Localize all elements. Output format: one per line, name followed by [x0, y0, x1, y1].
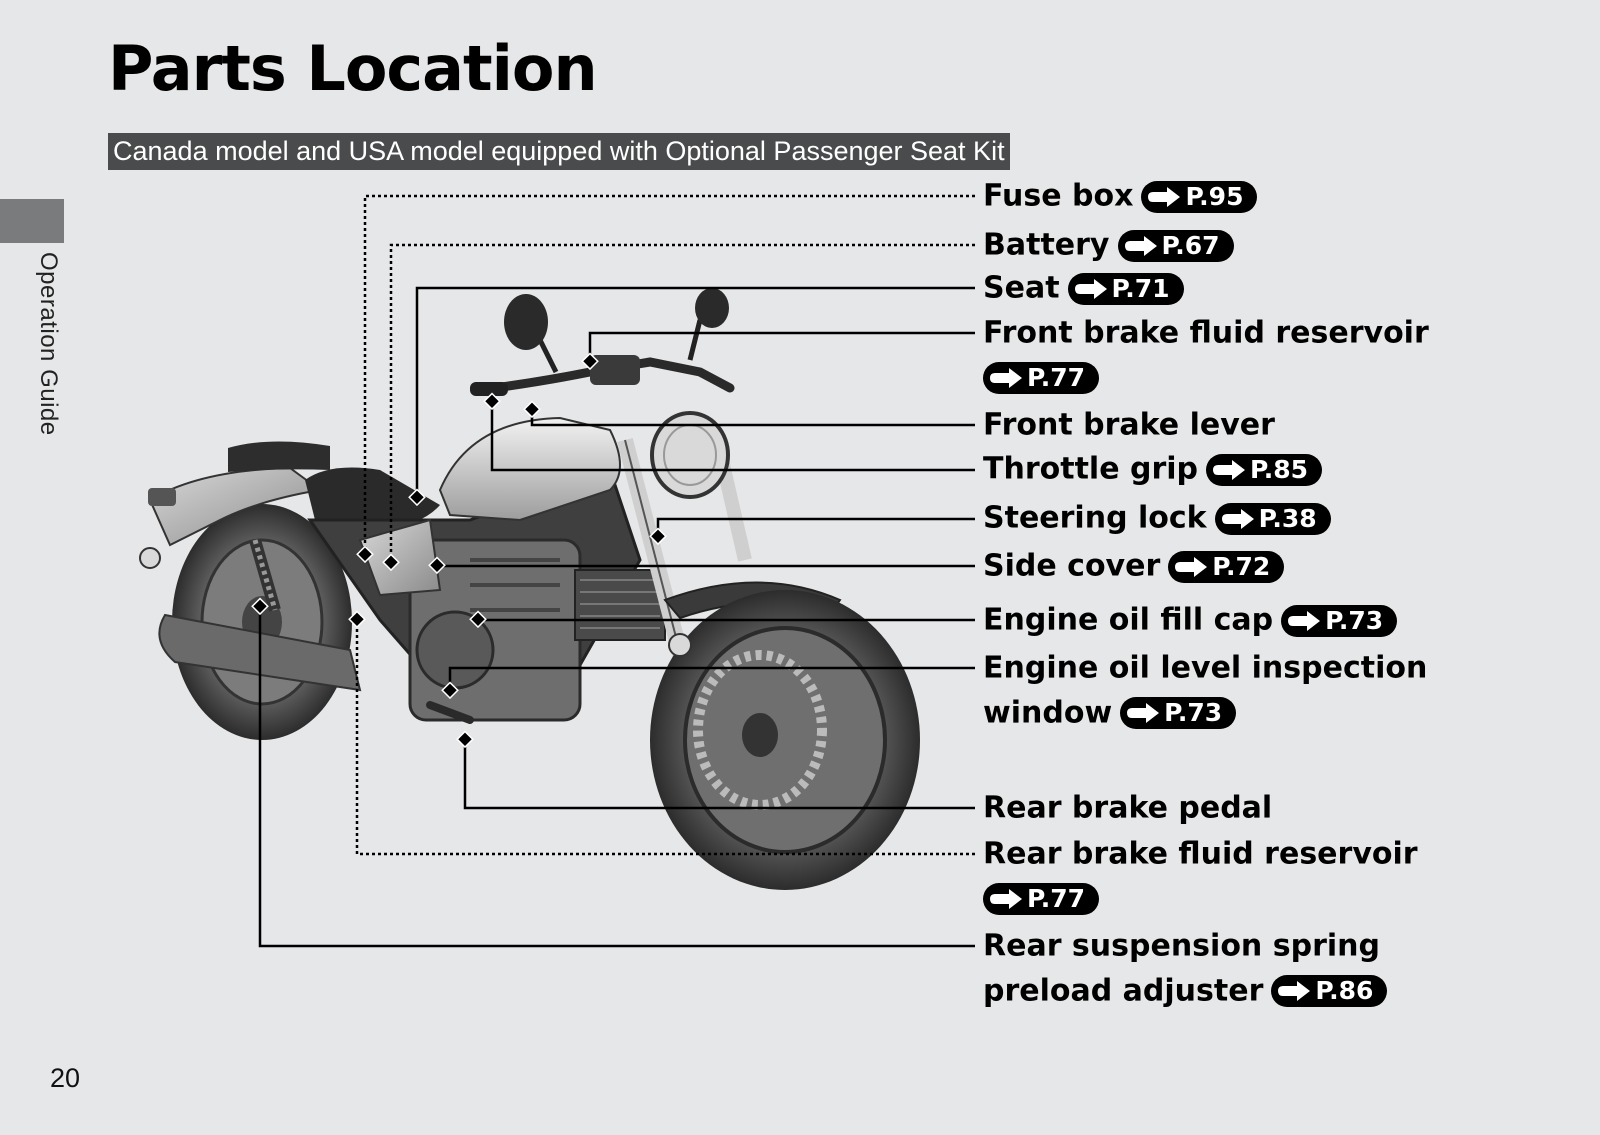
marker-front-brake-lever	[523, 400, 541, 419]
arrow-right-icon	[1074, 278, 1110, 300]
part-name: Rear brake pedal	[983, 790, 1273, 826]
passenger-seat	[228, 441, 330, 472]
part-name-line1: Rear suspension spring	[983, 928, 1380, 964]
page-ref: P.72	[1212, 551, 1271, 581]
left-mirror	[504, 294, 548, 350]
page-ref: P.95	[1185, 181, 1244, 211]
label-battery: Battery P.67	[983, 223, 1234, 268]
page-ref-link[interactable]: P.77	[983, 362, 1100, 394]
page-ref-link[interactable]: P.77	[983, 883, 1100, 915]
page-ref: P.85	[1250, 454, 1309, 484]
label-rear-brake-fluid-reservoir: Rear brake fluid reservoir P.77	[983, 832, 1418, 921]
part-name: Fuse box	[983, 178, 1134, 214]
page-ref: P.67	[1161, 230, 1220, 260]
part-name-line2: window	[983, 695, 1113, 730]
page-ref: P.71	[1111, 273, 1170, 303]
page-ref-link[interactable]: P.86	[1271, 975, 1388, 1007]
page-ref-link[interactable]: P.95	[1141, 180, 1258, 213]
marker-oil-fill-cap	[469, 610, 487, 629]
leader-rear-brake-fluid	[355, 620, 975, 856]
arrow-right-icon	[989, 888, 1025, 910]
label-front-brake-lever: Front brake lever	[983, 403, 1275, 448]
arrow-right-icon	[1126, 702, 1162, 724]
page-ref-link[interactable]: P.38	[1214, 502, 1331, 535]
section-label: Operation Guide	[35, 252, 62, 436]
arrow-right-icon	[1174, 556, 1210, 578]
arrow-right-icon	[1221, 508, 1257, 530]
page-ref: P.38	[1258, 503, 1317, 533]
page-ref-link[interactable]: P.73	[1120, 697, 1237, 729]
label-steering-lock: Steering lock P.38	[983, 496, 1331, 541]
page-ref: P.73	[1325, 605, 1384, 635]
section-tab	[0, 199, 64, 243]
leader-front-brake-fluid	[588, 331, 975, 360]
part-name-line1: Engine oil level inspection	[983, 650, 1428, 686]
arrow-right-icon	[989, 367, 1025, 389]
rear-fender	[148, 466, 323, 547]
leader-rear-suspension	[258, 607, 975, 948]
page-ref-link[interactable]: P.73	[1281, 604, 1398, 637]
marker-fuse-box	[356, 545, 374, 564]
leader-rear-brake-pedal	[463, 738, 975, 810]
part-name-line2: preload adjuster	[983, 973, 1264, 1008]
leader-steering-lock	[656, 517, 975, 535]
right-mirror	[695, 288, 729, 328]
model-subtitle: Canada model and USA model equipped with…	[108, 133, 1010, 170]
arrow-right-icon	[1277, 980, 1313, 1002]
part-name: Side cover	[983, 548, 1161, 584]
marker-throttle-grip	[483, 392, 501, 411]
rider-seat	[305, 467, 440, 530]
marker-steering-lock	[649, 527, 667, 546]
page-number: 20	[50, 1063, 81, 1093]
page-ref: P.86	[1315, 976, 1374, 1005]
arrow-right-icon	[1287, 610, 1323, 632]
label-rear-brake-pedal: Rear brake pedal	[983, 786, 1272, 831]
page-ref-link[interactable]: P.67	[1117, 229, 1234, 262]
leader-seat	[415, 286, 975, 498]
part-name: Steering lock	[983, 500, 1207, 536]
label-throttle-grip: Throttle grip P.85	[983, 447, 1323, 492]
leader-battery	[389, 243, 975, 562]
leader-markers	[251, 352, 667, 749]
marker-battery	[382, 553, 400, 572]
part-name: Front brake fluid reservoir	[983, 315, 1429, 351]
page-ref-link[interactable]: P.85	[1206, 453, 1323, 486]
part-name: Seat	[983, 270, 1060, 306]
part-name: Front brake lever	[983, 407, 1275, 443]
label-engine-oil-fill-cap: Engine oil fill cap P.73	[983, 598, 1398, 643]
side-cover	[358, 518, 442, 597]
leader-fuse-box	[363, 194, 975, 553]
arrow-right-icon	[1212, 459, 1248, 481]
leader-front-brake-lever	[530, 410, 975, 427]
label-front-brake-fluid-reservoir: Front brake fluid reservoir P.77	[983, 311, 1429, 400]
arrow-right-icon	[1124, 235, 1160, 257]
page-ref: P.77	[1027, 363, 1086, 392]
page-ref-link[interactable]: P.72	[1168, 550, 1285, 583]
leader-lines	[258, 194, 975, 948]
part-name: Rear brake fluid reservoir	[983, 836, 1418, 872]
part-name: Throttle grip	[983, 451, 1199, 487]
marker-front-brake-fluid	[581, 352, 599, 371]
marker-rear-suspension	[251, 597, 269, 616]
arrow-right-icon	[1147, 186, 1183, 208]
motorcycle-illustration	[139, 288, 920, 890]
label-seat: Seat P.71	[983, 266, 1184, 311]
page-ref-link[interactable]: P.71	[1067, 272, 1184, 305]
label-side-cover: Side cover P.72	[983, 544, 1285, 589]
page-title: Parts Location	[108, 32, 598, 105]
part-name: Battery	[983, 227, 1110, 263]
leader-throttle-grip	[490, 402, 975, 472]
part-name: Engine oil fill cap	[983, 602, 1274, 638]
label-rear-suspension-adjuster: Rear suspension spring preload adjuster P…	[983, 924, 1388, 1013]
page-ref: P.73	[1164, 698, 1223, 727]
marker-oil-level-window	[441, 681, 459, 700]
label-fuse-box: Fuse box P.95	[983, 174, 1258, 219]
marker-rear-brake-pedal	[456, 730, 474, 749]
label-engine-oil-level-window: Engine oil level inspection window P.73	[983, 646, 1427, 735]
page-ref: P.77	[1027, 884, 1086, 913]
marker-rear-brake-fluid	[348, 610, 366, 629]
marker-seat	[408, 488, 426, 507]
marker-side-cover	[428, 556, 446, 575]
